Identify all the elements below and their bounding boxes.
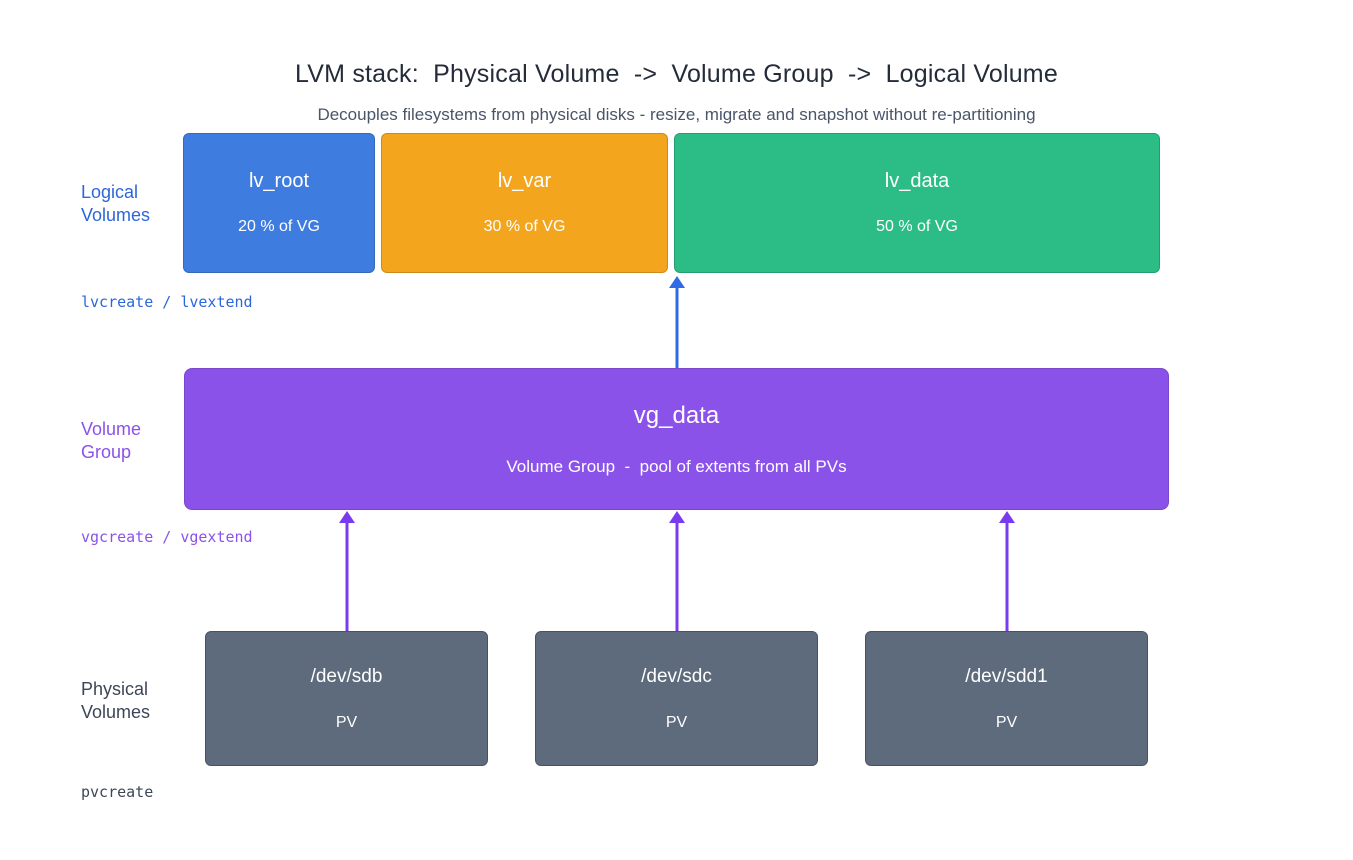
pv-sdc-name: /dev/sdc xyxy=(641,665,712,687)
lv-data-name: lv_data xyxy=(884,170,950,192)
pv-sdb-type: PV xyxy=(335,713,358,731)
lv-root-name: lv_root xyxy=(248,170,310,192)
vg-data-box: vg_data Volume Group - pool of extents f… xyxy=(184,368,1169,510)
pv-sdd1-type: PV xyxy=(995,713,1018,731)
arrow-line xyxy=(675,285,679,368)
lv-data-share: 50 % of VG xyxy=(876,218,958,235)
pv-sdd1-name: /dev/sdd1 xyxy=(965,665,1048,687)
vgcreate-command-label: vgcreate / vgextend xyxy=(81,528,253,546)
pv-sdc-to-vg-arrow xyxy=(665,511,689,631)
lvcreate-command-label: lvcreate / lvextend xyxy=(81,293,253,311)
physical-volumes-row-label: Physical Volumes xyxy=(81,679,151,722)
arrow-head-icon xyxy=(669,276,685,288)
arrow-line xyxy=(1005,520,1009,631)
lv-root-box: lv_root 20 % of VG xyxy=(183,133,375,273)
lv-var-box: lv_var 30 % of VG xyxy=(381,133,668,273)
diagram-subtitle: Decouples filesystems from physical disk… xyxy=(317,105,1036,124)
pv-sdd1-box: /dev/sdd1 PV xyxy=(865,631,1148,766)
pv-sdb-box: /dev/sdb PV xyxy=(205,631,488,766)
pv-sdc-type: PV xyxy=(665,713,688,731)
arrow-head-icon xyxy=(669,511,685,523)
vg-to-lv-arrow xyxy=(665,276,689,368)
pv-sdb-name: /dev/sdb xyxy=(310,665,383,687)
logical-volumes-row: lv_root 20 % of VG lv_var 30 % of VG lv_… xyxy=(183,133,1160,273)
diagram-title: LVM stack: Physical Volume -> Volume Gro… xyxy=(295,60,1058,88)
arrow-line xyxy=(675,520,679,631)
volume-group-row-label: Volume Group xyxy=(81,419,142,462)
lv-data-box: lv_data 50 % of VG xyxy=(674,133,1160,273)
arrow-line xyxy=(345,520,349,631)
vg-data-description: Volume Group - pool of extents from all … xyxy=(506,456,847,476)
logical-volumes-row-label: Logical Volumes xyxy=(81,182,151,225)
lv-var-name: lv_var xyxy=(497,170,552,192)
vg-data-name: vg_data xyxy=(633,401,720,429)
pvcreate-command-label: pvcreate xyxy=(81,783,154,801)
arrow-head-icon xyxy=(339,511,355,523)
lv-var-share: 30 % of VG xyxy=(483,218,566,235)
pv-sdd1-to-vg-arrow xyxy=(995,511,1019,631)
lv-root-share: 20 % of VG xyxy=(238,218,320,235)
pv-sdc-box: /dev/sdc PV xyxy=(535,631,818,766)
pv-sdb-to-vg-arrow xyxy=(335,511,359,631)
arrow-head-icon xyxy=(999,511,1015,523)
physical-volumes-row: /dev/sdb PV /dev/sdc PV /dev/sdd1 PV xyxy=(205,631,1148,766)
